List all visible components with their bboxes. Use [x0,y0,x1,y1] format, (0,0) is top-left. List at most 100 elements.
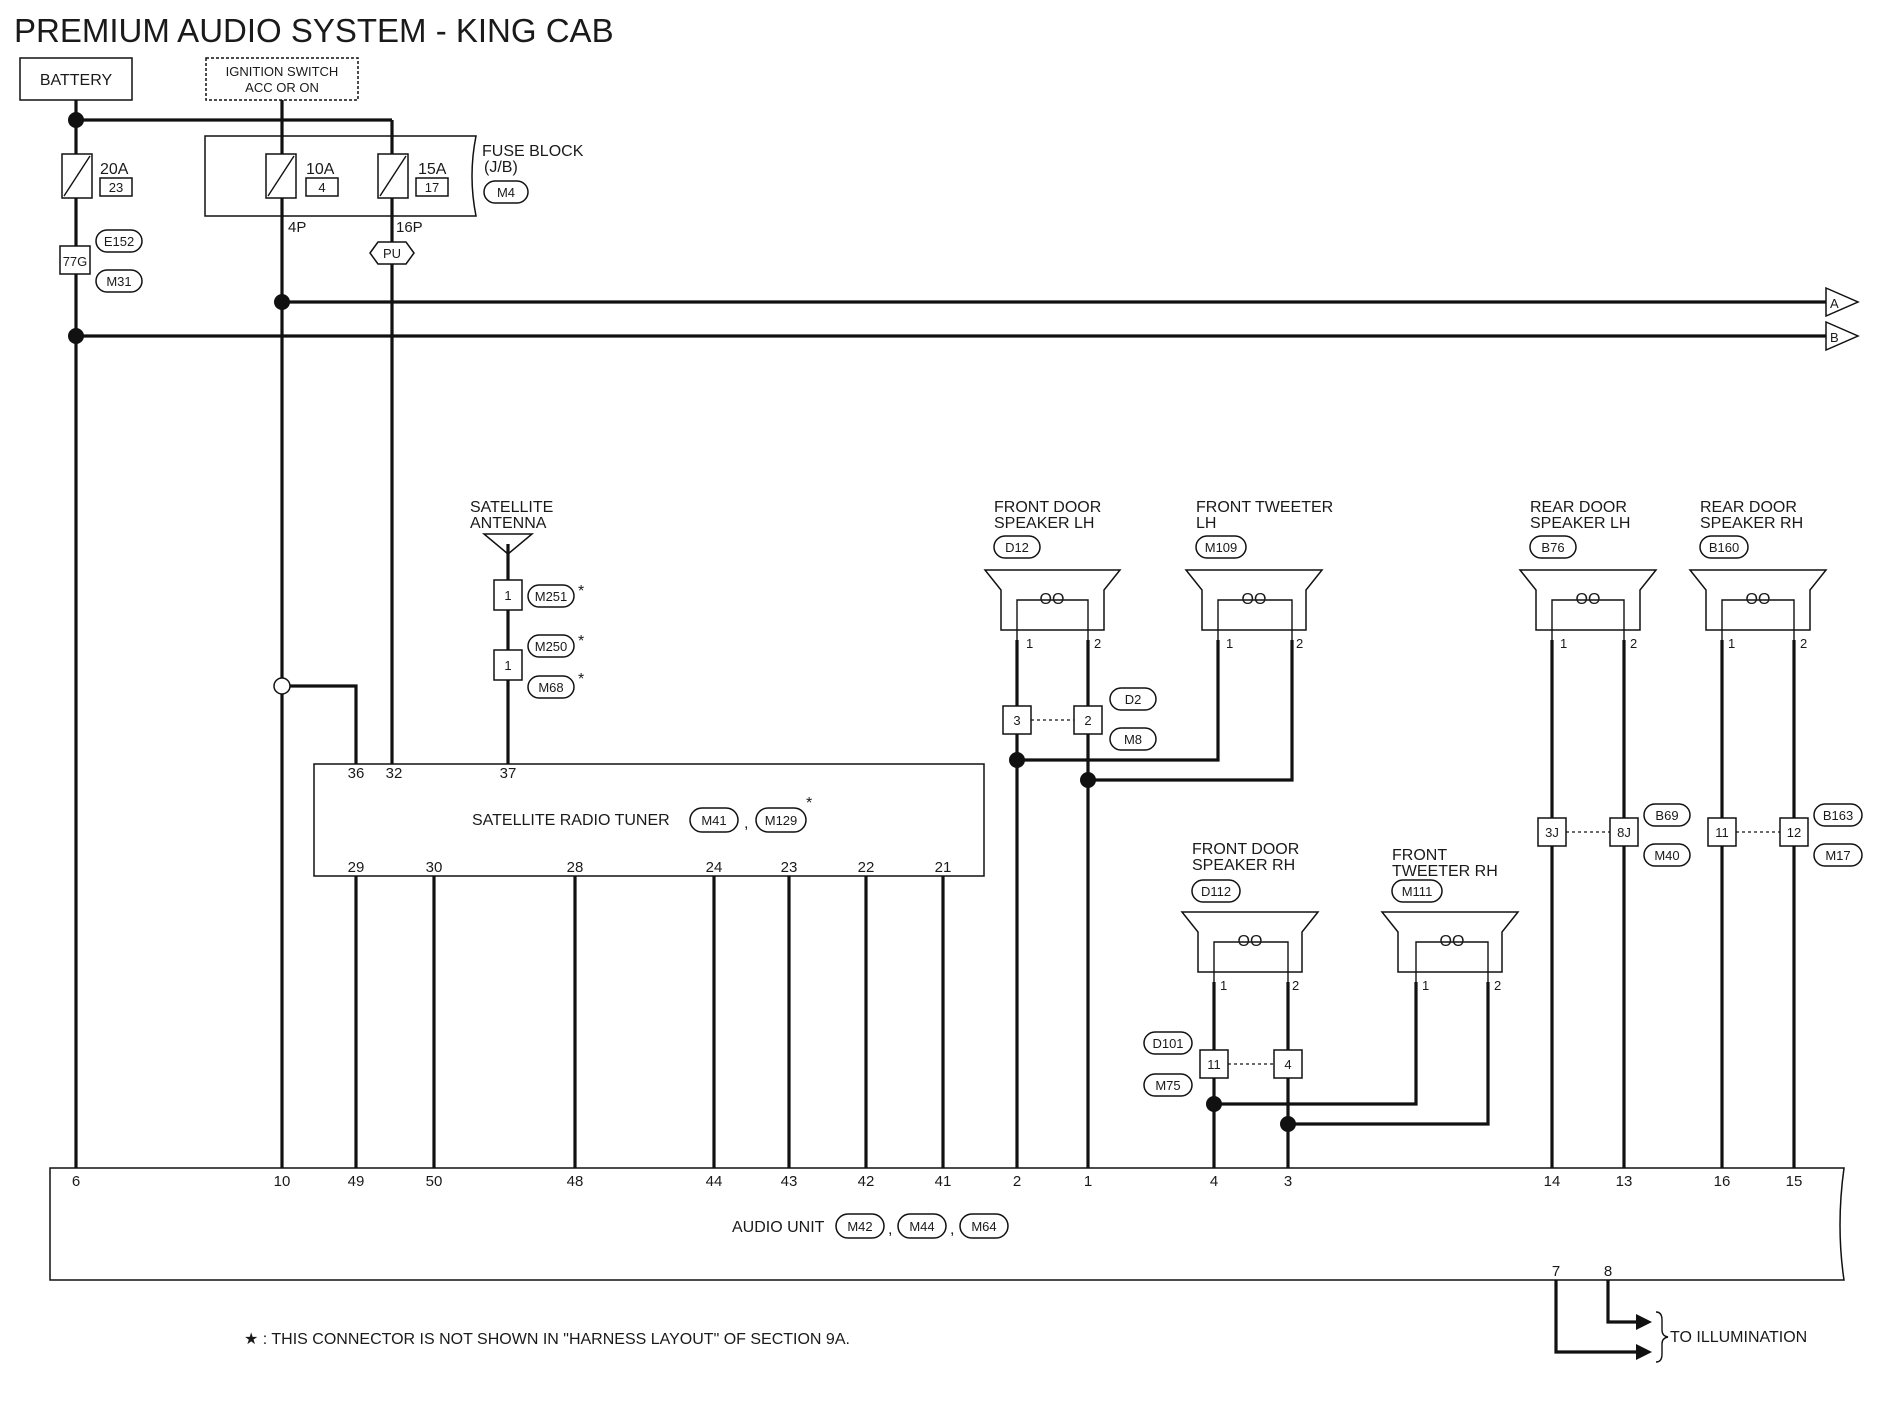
joint-77g: 77G E152 M31 [59,229,143,293]
au-pin-4: 4 [1210,1173,1218,1190]
au-pin-49: 49 [348,1173,365,1190]
antenna-label-1: SATELLITE [470,499,553,516]
pu-connector: PU [369,241,415,265]
fdl-pin-1: 1 [1026,636,1033,651]
fdl-pin-2: 2 [1094,636,1101,651]
tuner-pin-22: 22 [858,859,875,876]
fuse-block-label-2: (J/B) [484,159,518,176]
tuner-pin-36: 36 [348,765,365,782]
fuse-10a-amp: 10A [306,161,335,178]
fuse-block-connector: M4 [497,185,515,200]
audio-unit-name: AUDIO UNIT [732,1219,825,1236]
pin-4p: 4P [288,219,306,236]
tuner-pin-29: 29 [348,859,365,876]
arrow-b-label: B [1830,330,1839,345]
tuner-name: SATELLITE RADIO TUNER [472,812,670,829]
ftr-connector: M111 [1402,884,1433,899]
au-comma-2: , [950,1221,954,1238]
power-wires [68,100,1836,1168]
antenna-pin-1b: 1 [504,658,511,673]
joint-lh-a: 3 [1013,713,1020,728]
au-pin-42: 42 [858,1173,875,1190]
satellite-radio-tuner: 36 32 37 SATELLITE RADIO TUNER M41 , M12… [313,763,985,877]
arrow-a-label: A [1830,296,1839,311]
tuner-pin-30: 30 [426,859,443,876]
fuse-20a: 20A 23 [61,153,133,199]
fdr-pin-1: 1 [1220,978,1227,993]
ftl-pin-1: 1 [1226,636,1233,651]
rdl-label-2: SPEAKER LH [1530,515,1630,532]
rdl-pin-2: 2 [1630,636,1637,651]
joint-connector-rear-lh: 3J 8J B69 M40 [1537,803,1691,867]
ftr-label-2: TWEETER RH [1392,863,1498,880]
diagram-title: PREMIUM AUDIO SYSTEM - KING CAB [14,12,614,49]
illumination-outputs: TO ILLUMINATION [1554,1280,1807,1363]
to-illumination-label: TO ILLUMINATION [1670,1329,1807,1346]
joint-rear-r-b: 12 [1787,825,1801,840]
fuse-15a: 15A 17 [377,153,449,199]
fuse-15a-number: 17 [425,180,439,195]
tuner-output-wires [354,876,945,1168]
connector-e152: E152 [104,234,134,249]
star-m251: * [578,583,584,600]
ignition-label-2: ACC OR ON [245,80,319,95]
fdl-label-2: SPEAKER LH [994,515,1094,532]
ftr-label-1: FRONT [1392,847,1447,864]
au-pin-2: 2 [1013,1173,1021,1190]
tuner-pin-28: 28 [567,859,584,876]
star-m129: * [806,795,812,812]
pu-label: PU [383,246,401,261]
rdr-label-1: REAR DOOR [1700,499,1797,516]
ignition-switch: IGNITION SWITCH ACC OR ON [205,57,359,101]
rear-door-speaker-lh: REAR DOOR SPEAKER LH B76 OO 1 2 [1518,499,1658,651]
fuse-20a-amp: 20A [100,161,129,178]
tuner-pin-23: 23 [781,859,798,876]
au-pin-14: 14 [1544,1173,1561,1190]
connector-m41: M41 [701,813,726,828]
ftl-coil: OO [1242,591,1267,608]
speaker-wires [1009,640,1796,1168]
rdl-connector: B76 [1541,540,1564,555]
footnote: ★ : THIS CONNECTOR IS NOT SHOWN IN "HARN… [244,1331,850,1348]
rdl-label-1: REAR DOOR [1530,499,1627,516]
joint-rh-b: 4 [1284,1057,1291,1072]
au-pin-7: 7 [1552,1263,1560,1280]
connector-m129: M129 [765,813,798,828]
star-m68: * [578,671,584,688]
tuner-pin-24: 24 [706,859,723,876]
fuse-10a-number: 4 [318,180,325,195]
front-tweeter-lh: FRONT TWEETER LH M109 OO 1 2 [1184,499,1333,651]
ftr-coil: OO [1440,933,1465,950]
battery-source: BATTERY [19,57,133,101]
front-door-speaker-lh: FRONT DOOR SPEAKER LH D12 OO 1 2 [983,499,1122,651]
connector-m42: M42 [847,1219,872,1234]
tuner-pin-32: 32 [386,765,403,782]
joint-connector-front-lh: 3 2 D2 M8 [1002,687,1157,751]
au-pin-1: 1 [1084,1173,1092,1190]
fuse-block-label-1: FUSE BLOCK [482,143,584,160]
connector-m64: M64 [971,1219,996,1234]
au-pin-50: 50 [426,1173,443,1190]
connector-m251: M251 [535,589,568,604]
joint-lh-b: 2 [1084,713,1091,728]
joint-rear-l-a: 3J [1545,825,1559,840]
fdr-connector: D112 [1201,884,1231,899]
antenna-label-2: ANTENNA [470,515,547,532]
fuse-block: FUSE BLOCK (J/B) M4 [204,135,584,217]
tuner-feed-wire [273,677,358,764]
fuse-20a-number: 23 [109,180,123,195]
connector-d2: D2 [1125,692,1142,707]
connector-m68: M68 [538,680,563,695]
fdl-coil: OO [1040,591,1065,608]
rdr-connector: B160 [1709,540,1739,555]
ftr-pin-1: 1 [1422,978,1429,993]
ftr-pin-2: 2 [1494,978,1501,993]
rdr-label-2: SPEAKER RH [1700,515,1803,532]
ftl-label-2: LH [1196,515,1216,532]
rdr-coil: OO [1746,591,1771,608]
au-pin-15: 15 [1786,1173,1803,1190]
fdr-pin-2: 2 [1292,978,1299,993]
fdr-label-1: FRONT DOOR [1192,841,1299,858]
fuse-15a-amp: 15A [418,161,447,178]
joint-rh-a: 11 [1207,1057,1221,1072]
